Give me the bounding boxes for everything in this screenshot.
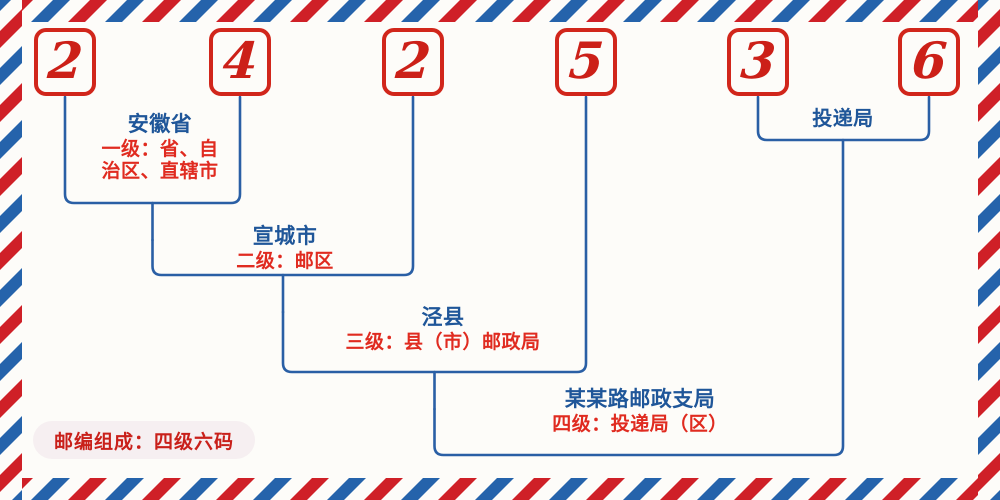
node-label-level-4: 某某路邮政支局 四级：投递局（区） xyxy=(505,386,775,436)
brace-delivery-office xyxy=(756,95,931,142)
node-title-level-2: 宣城市 xyxy=(252,223,318,248)
node-desc-level-1-line-1: 一级：省、自 xyxy=(101,138,219,160)
postal-composition-badge: 邮编组成：四级六码 xyxy=(33,421,255,459)
postal-composition-text: 邮编组成：四级六码 xyxy=(53,430,234,453)
airmail-border-left xyxy=(0,0,22,500)
node-label-level-3: 泾县 三级：县（市）邮政局 xyxy=(305,304,581,354)
airmail-border-top xyxy=(0,0,1000,22)
node-title-level-3: 泾县 xyxy=(421,304,465,329)
node-desc-level-4: 四级：投递局（区） xyxy=(552,413,728,435)
node-desc-level-1-line-2: 治区、直辖市 xyxy=(101,161,219,183)
digit-box-1[interactable]: 2 xyxy=(34,28,96,96)
airmail-border-right xyxy=(978,0,1000,500)
airmail-border-bottom xyxy=(0,478,1000,500)
brace-level-4 xyxy=(433,138,845,457)
digit-char-2: 4 xyxy=(220,30,260,90)
airmail-stripes-bottom xyxy=(0,478,1000,500)
airmail-stripes-top xyxy=(0,0,1000,22)
digit-box-4[interactable]: 5 xyxy=(555,28,617,96)
node-label-level-1: 安徽省 一级：省、自 治区、直辖市 xyxy=(75,111,245,184)
digit-box-5[interactable]: 3 xyxy=(727,28,789,96)
node-title-level-4: 某某路邮政支局 xyxy=(564,386,716,411)
airmail-stripes-right xyxy=(978,0,1000,500)
node-title-delivery-office: 投递局 xyxy=(812,106,874,130)
digit-char-1: 2 xyxy=(45,30,85,90)
digit-char-3: 2 xyxy=(393,30,433,90)
node-title-level-1: 安徽省 xyxy=(127,111,193,136)
digit-char-6: 6 xyxy=(909,30,949,90)
node-desc-level-3: 三级：县（市）邮政局 xyxy=(345,331,541,353)
digit-box-3[interactable]: 2 xyxy=(382,28,444,96)
node-label-delivery-office: 投递局 xyxy=(763,106,923,131)
node-desc-level-2: 二级：邮区 xyxy=(236,250,334,272)
airmail-stripes-left xyxy=(0,0,22,500)
digit-char-4: 5 xyxy=(566,30,606,90)
digit-char-5: 3 xyxy=(738,30,778,90)
node-label-level-2: 宣城市 二级：邮区 xyxy=(193,223,377,273)
digit-box-2[interactable]: 4 xyxy=(209,28,271,96)
digit-box-6[interactable]: 6 xyxy=(898,28,960,96)
